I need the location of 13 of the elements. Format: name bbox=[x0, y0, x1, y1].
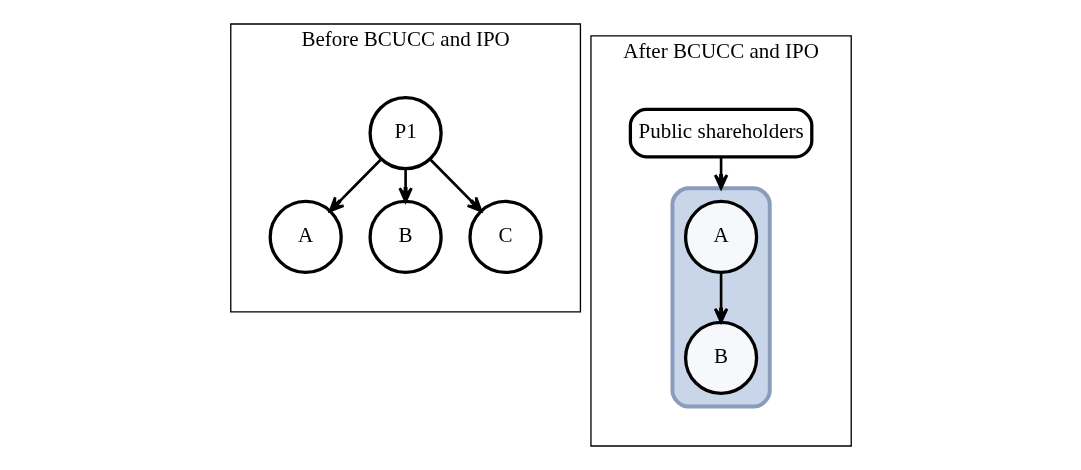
node-circle: B bbox=[683, 320, 758, 396]
node-circle: A bbox=[683, 199, 758, 275]
node-circle: B bbox=[367, 199, 443, 275]
cluster bbox=[670, 186, 772, 409]
node-box: Public shareholders bbox=[628, 107, 813, 159]
node-circle: A bbox=[268, 199, 343, 275]
arrow bbox=[328, 158, 382, 213]
arrow bbox=[713, 156, 728, 190]
node-circle: P1 bbox=[367, 96, 443, 171]
arrow bbox=[428, 158, 482, 213]
arrow bbox=[713, 272, 728, 324]
arrow bbox=[397, 168, 413, 203]
node-circle: C bbox=[467, 199, 543, 275]
